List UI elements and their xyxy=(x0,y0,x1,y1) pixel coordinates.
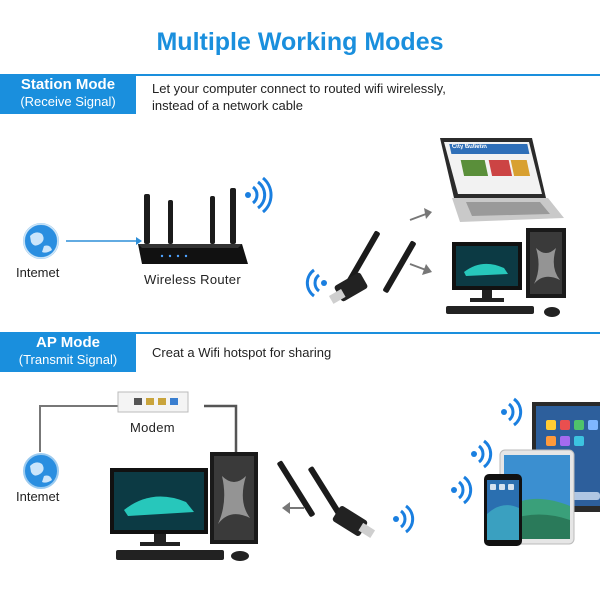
modem-icon xyxy=(117,391,189,413)
station-mode-subtitle: (Receive Signal) xyxy=(20,94,116,109)
modem-label: Modem xyxy=(130,420,175,435)
laptop-icon xyxy=(440,138,564,222)
usb-wifi-adapter-icon xyxy=(277,460,376,538)
network-cable xyxy=(39,404,238,458)
globe-icon xyxy=(23,223,59,259)
station-description-line2: instead of a network cable xyxy=(152,98,304,113)
station-mode-description: Let your computer connect to routed wifi… xyxy=(152,80,446,114)
wifi-icon xyxy=(451,475,473,505)
station-mode-divider xyxy=(136,74,600,76)
desktop-computer-icon xyxy=(446,228,566,317)
ap-mode-divider xyxy=(136,332,600,334)
desktop-computer-icon xyxy=(110,452,258,561)
wifi-icon xyxy=(305,268,327,298)
smartphone-icon xyxy=(484,474,522,546)
globe-icon xyxy=(23,453,59,489)
station-description-line1: Let your computer connect to routed wifi… xyxy=(152,81,446,96)
page-title: Multiple Working Modes xyxy=(156,28,444,56)
arrow-down-right-icon xyxy=(409,263,432,275)
wifi-icon xyxy=(501,397,523,427)
ap-mode-subtitle: (Transmit Signal) xyxy=(18,352,118,367)
ap-mode-description: Creat a Wifi hotspot for sharing xyxy=(152,345,332,360)
station-mode-name: Station Mode xyxy=(20,76,116,93)
ap-mode-name: AP Mode xyxy=(36,334,100,351)
wifi-icon xyxy=(245,176,273,214)
laptop-screen-text: City Bulletin xyxy=(451,144,488,150)
station-mode-tab: Station Mode (Receive Signal) xyxy=(0,74,136,114)
wifi-icon xyxy=(471,439,493,469)
wifi-icon xyxy=(393,504,415,534)
station-internet-label: Intemet xyxy=(16,265,60,280)
arrow-up-right-icon xyxy=(409,208,432,221)
ap-internet-label: Intemet xyxy=(16,489,60,504)
wireless-router-icon xyxy=(138,188,248,264)
router-label: Wireless Router xyxy=(144,272,241,287)
arrow-left-icon xyxy=(282,502,304,514)
arrow-right-icon xyxy=(66,237,142,245)
ap-mode-tab: AP Mode (Transmit Signal) xyxy=(0,332,136,372)
usb-wifi-adapter-icon xyxy=(328,231,416,304)
